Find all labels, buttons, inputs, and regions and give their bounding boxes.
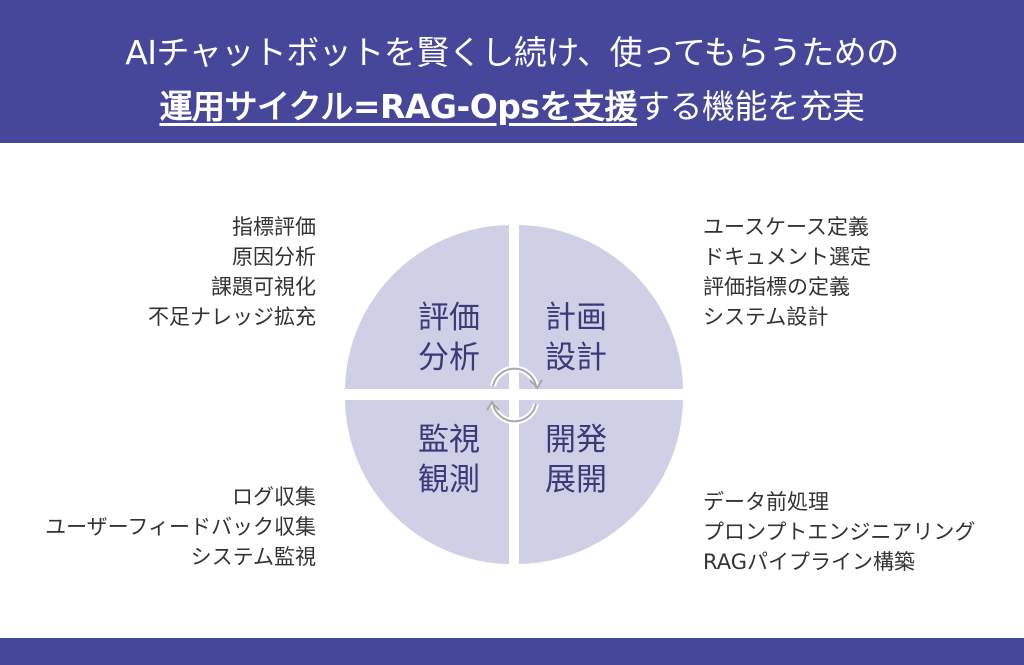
list-item: 原因分析 — [232, 245, 316, 269]
list-item: システム設計 — [703, 305, 829, 329]
label-line: 評価 — [418, 300, 480, 336]
list-item: ユースケース定義 — [703, 215, 869, 239]
list-item: ドキュメント選定 — [703, 245, 871, 269]
title-line-1: AIチャットボットを賢くし続け、使ってもらうための — [125, 33, 899, 72]
quadrant-plan — [519, 225, 683, 389]
title-emphasis: 運用サイクル=RAG-Opsを支援 — [159, 87, 638, 126]
label-line: 監視 — [418, 422, 480, 458]
quadrant-monitor — [345, 400, 509, 564]
list-item: RAGパイプライン構築 — [703, 550, 916, 574]
list-item: システム監視 — [190, 545, 316, 569]
label-line: 展開 — [545, 462, 607, 498]
quadrant-label-develop: 開発展開 — [545, 420, 607, 500]
quadrant-label-evaluate: 評価分析 — [418, 298, 480, 378]
title-line-2: 運用サイクル=RAG-Opsを支援する機能を充実 — [0, 80, 1024, 128]
label-line: 観測 — [418, 462, 480, 498]
plan-items: ユースケース定義 ドキュメント選定 評価指標の定義 システム設計 — [703, 212, 871, 332]
monitor-items: ログ収集 ユーザーフィードバック収集 システム監視 — [45, 482, 316, 572]
list-item: 評価指標の定義 — [703, 275, 850, 299]
list-item: 不足ナレッジ拡充 — [148, 305, 316, 329]
list-item: データ前処理 — [703, 490, 829, 514]
label-line: 計画 — [545, 300, 607, 336]
cycle-arrows-icon — [490, 365, 539, 425]
list-item: 課題可視化 — [211, 275, 316, 299]
quadrant-label-plan: 計画設計 — [545, 298, 607, 378]
label-line: 分析 — [418, 340, 480, 376]
quadrant-evaluate — [345, 225, 509, 389]
label-line: 開発 — [545, 422, 607, 458]
label-line: 設計 — [545, 340, 607, 376]
list-item: ログ収集 — [232, 485, 316, 509]
quadrant-label-monitor: 監視観測 — [418, 420, 480, 500]
list-item: 指標評価 — [232, 215, 316, 239]
list-item: プロンプトエンジニアリング — [703, 520, 976, 544]
title-banner: AIチャットボットを賢くし続け、使ってもらうための 運用サイクル=RAG-Ops… — [0, 0, 1024, 143]
footer-band — [0, 638, 1024, 665]
list-item: ユーザーフィードバック収集 — [45, 515, 316, 539]
evaluate-items: 指標評価 原因分析 課題可視化 不足ナレッジ拡充 — [148, 212, 316, 332]
develop-items: データ前処理 プロンプトエンジニアリング RAGパイプライン構築 — [703, 487, 975, 577]
quadrant-develop — [519, 400, 683, 564]
title-rest: する機能を充実 — [637, 87, 865, 126]
